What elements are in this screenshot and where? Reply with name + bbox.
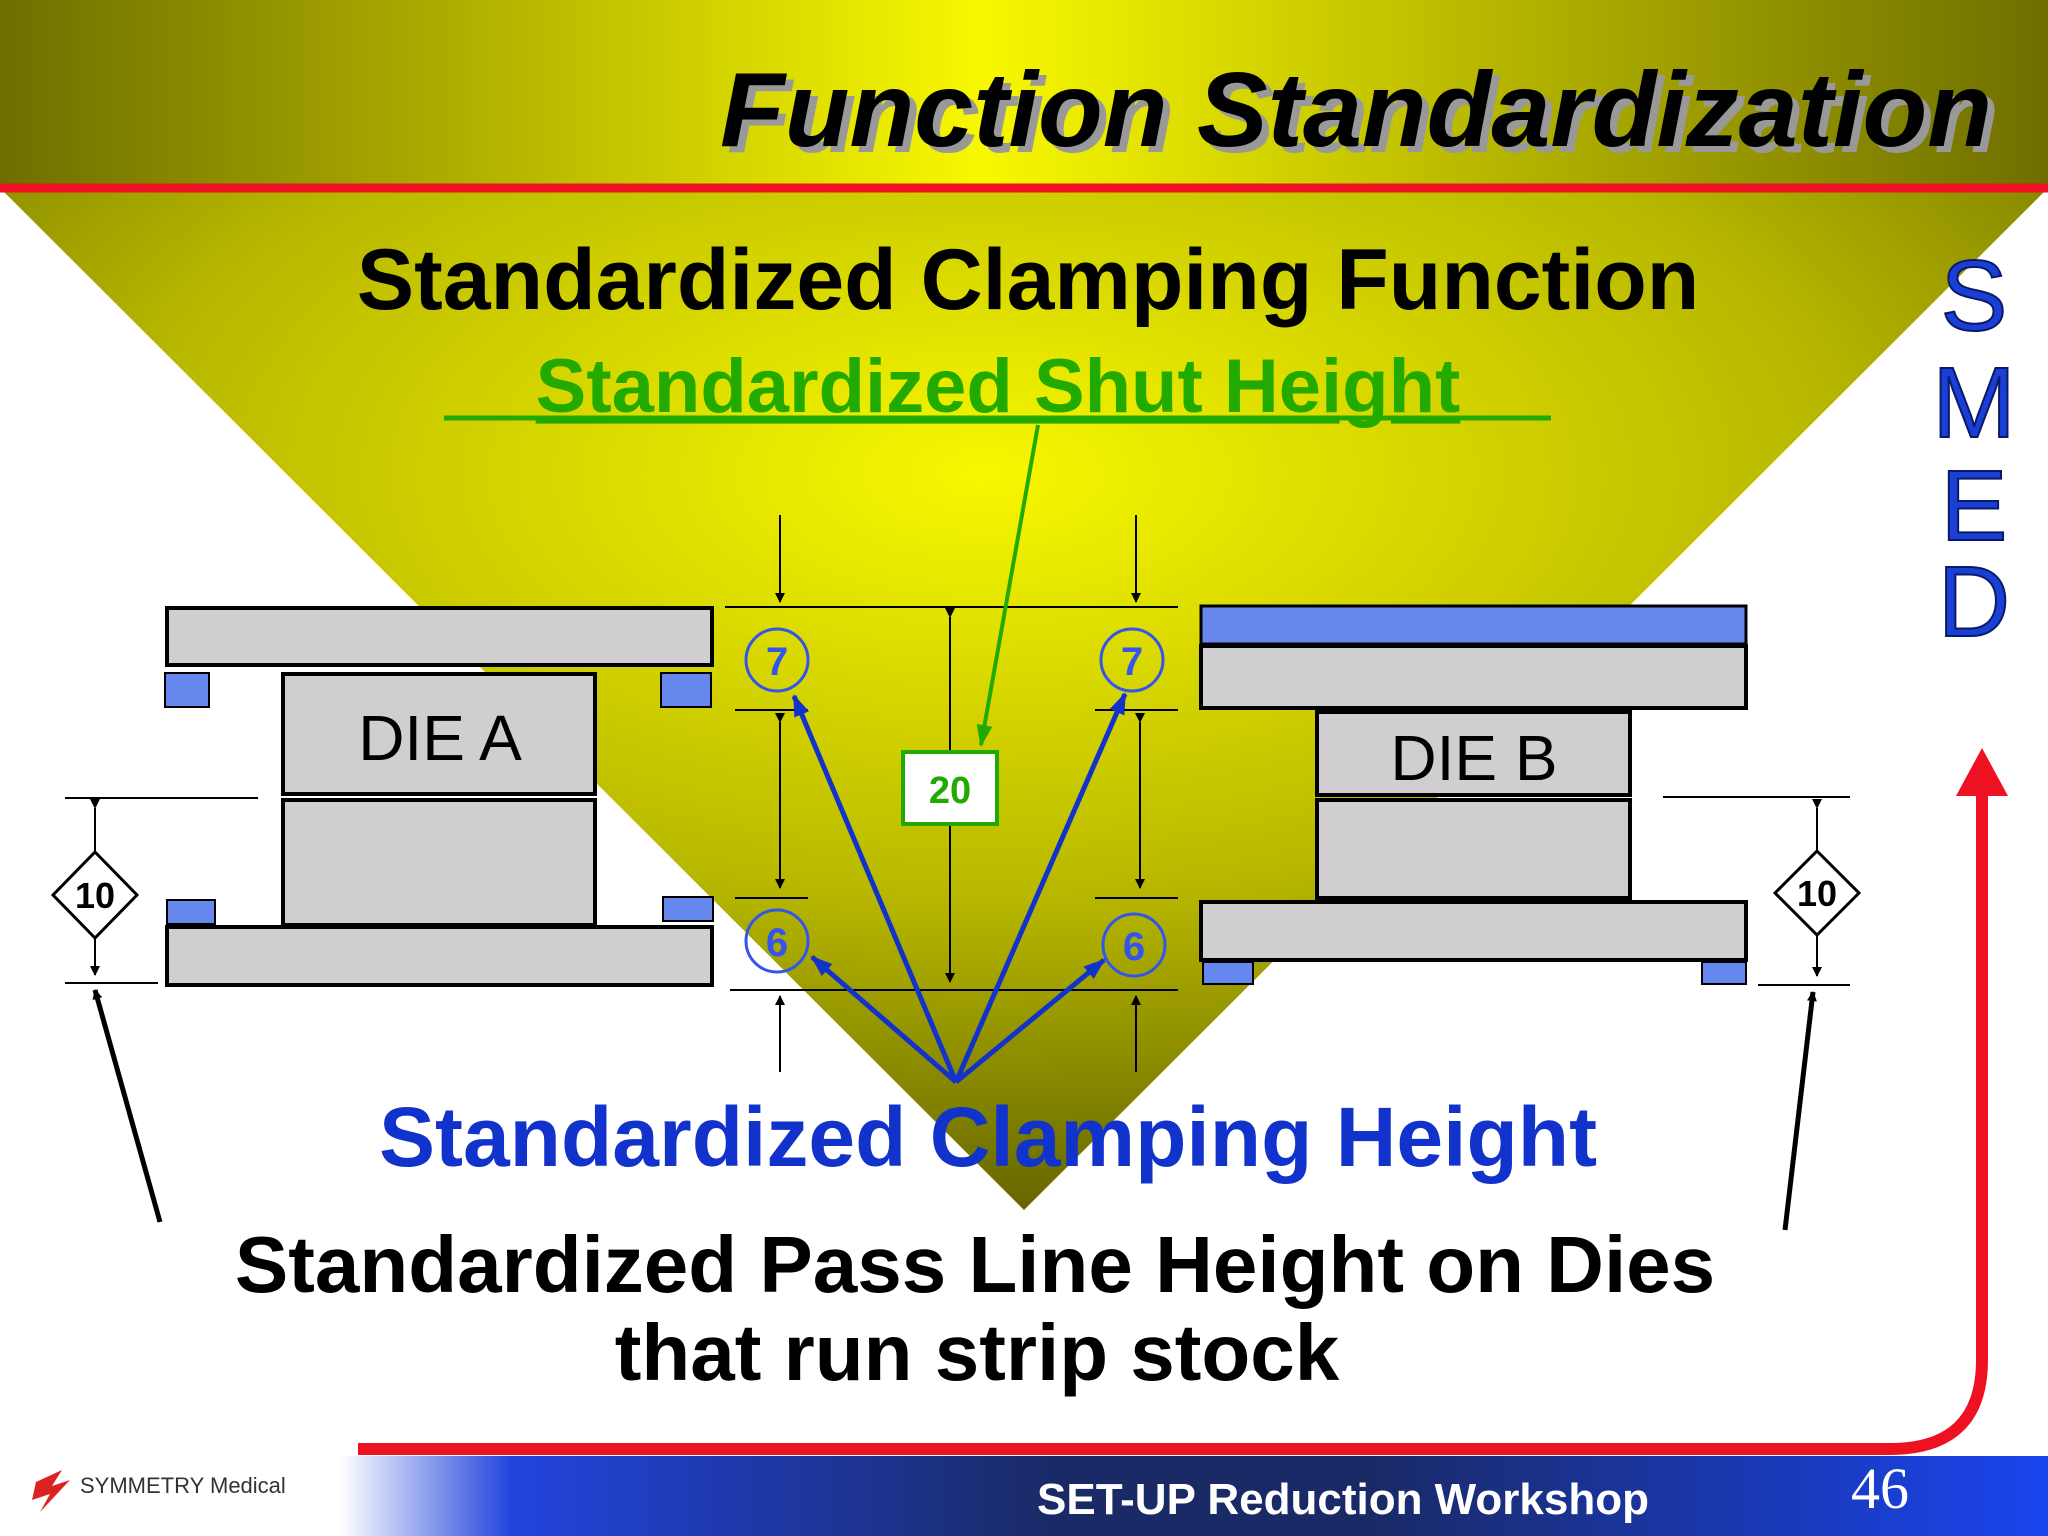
die-b-bottom-plate	[1199, 900, 1748, 962]
footer-workshop: SET-UP Reduction Workshop	[1037, 1475, 1649, 1524]
shut-height-value: 20	[929, 770, 971, 812]
pass-line-label-line1: Standardized Pass Line Height on Dies	[235, 1220, 1715, 1309]
bottom-clamp-value-left: 6	[766, 921, 788, 965]
pass-line-dim-left: 10	[50, 797, 258, 1223]
smed-letter-s: S	[1941, 240, 2008, 352]
pass-line-label-line2: that run strip stock	[615, 1308, 1340, 1397]
logo-mark-icon	[32, 1470, 70, 1512]
return-arrow	[358, 790, 1988, 1455]
clamping-height-label: Standardized Clamping Height	[379, 1090, 1597, 1184]
clamp-block	[166, 899, 216, 925]
die-a-lower-block	[281, 798, 597, 927]
die-a-label: DIE A	[358, 702, 522, 774]
pass-line-dim-right: 10	[1663, 796, 1862, 1231]
symmetry-medical-logo: SYMMETRY Medical	[32, 1470, 286, 1512]
clamping-height-pointers	[791, 692, 1128, 1084]
funnel-triangle	[0, 188, 2048, 1210]
die-a-bottom-plate	[165, 925, 714, 987]
pass-line-value-left: 10	[75, 875, 115, 916]
clamp-block	[1701, 961, 1747, 985]
slide-number: 46	[1851, 1456, 1909, 1521]
clamp-block	[660, 672, 712, 708]
die-a: DIE A	[164, 606, 714, 987]
die-b-upper-block	[1315, 710, 1632, 797]
shut-height-label: Standardized Shut Height	[536, 344, 1461, 429]
clamp-block	[1202, 961, 1254, 985]
clamp-block	[164, 672, 210, 708]
die-b-top-plate	[1199, 644, 1748, 710]
smed-letter-e: E	[1941, 450, 2008, 562]
return-arrow-head	[1956, 748, 2008, 796]
pass-line-pointer-right	[1782, 991, 1817, 1231]
pass-line-pointer-left	[92, 989, 163, 1223]
title-shadow: Function Standardization	[727, 57, 1999, 175]
top-clamp-value-right: 7	[1121, 640, 1143, 684]
smed-letter-d: D	[1938, 546, 2010, 658]
clamping-dimensions: 7 7 6 6 20	[725, 515, 1178, 1072]
logo-text: SYMMETRY Medical	[80, 1473, 286, 1498]
clamp-block	[662, 896, 714, 922]
footer-bar	[340, 1456, 2048, 1536]
die-a-top-plate	[165, 606, 714, 667]
top-clamp-value-left: 7	[766, 640, 788, 684]
bottom-clamp-value-right: 6	[1123, 925, 1145, 969]
die-b: DIE B	[1199, 604, 1748, 985]
page-title: Function Standardization	[720, 51, 1992, 169]
shut-height-box	[901, 750, 999, 826]
die-b-lower-block	[1315, 798, 1632, 900]
pass-line-value-right: 10	[1797, 873, 1837, 914]
smed-letter-m: M	[1932, 347, 2015, 459]
heading: Standardized Clamping Function	[357, 232, 1700, 328]
shut-height-pointer	[976, 424, 1040, 747]
die-b-label: DIE B	[1390, 722, 1557, 794]
die-b-clamp-bar	[1199, 604, 1748, 646]
title-band	[0, 0, 2048, 188]
smed-letters: S M E D	[1931, 239, 2016, 659]
die-a-upper-block	[281, 672, 597, 796]
